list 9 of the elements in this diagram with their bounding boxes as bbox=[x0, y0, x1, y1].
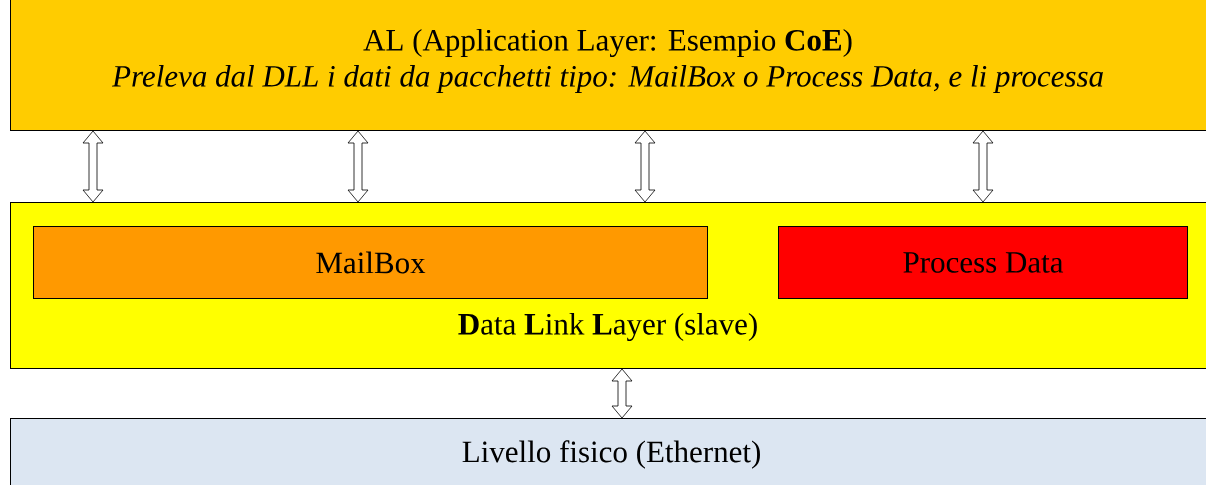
double-arrow bbox=[972, 130, 994, 203]
double-arrow bbox=[82, 130, 104, 203]
double-arrow bbox=[347, 130, 369, 203]
double-arrow bbox=[611, 368, 633, 419]
double-arrow bbox=[634, 130, 656, 203]
buffer-box: MailBox bbox=[33, 226, 708, 299]
buffer-box: Process Data bbox=[778, 226, 1188, 299]
layer-box: Livello fisico (Ethernet) bbox=[10, 418, 1206, 485]
layer-box: AL (Application Layer: Esempio CoE) Preleva dal DLL i dati da pacchetti tipo: MailBox o Process Data, e li processa bbox=[10, 0, 1206, 131]
